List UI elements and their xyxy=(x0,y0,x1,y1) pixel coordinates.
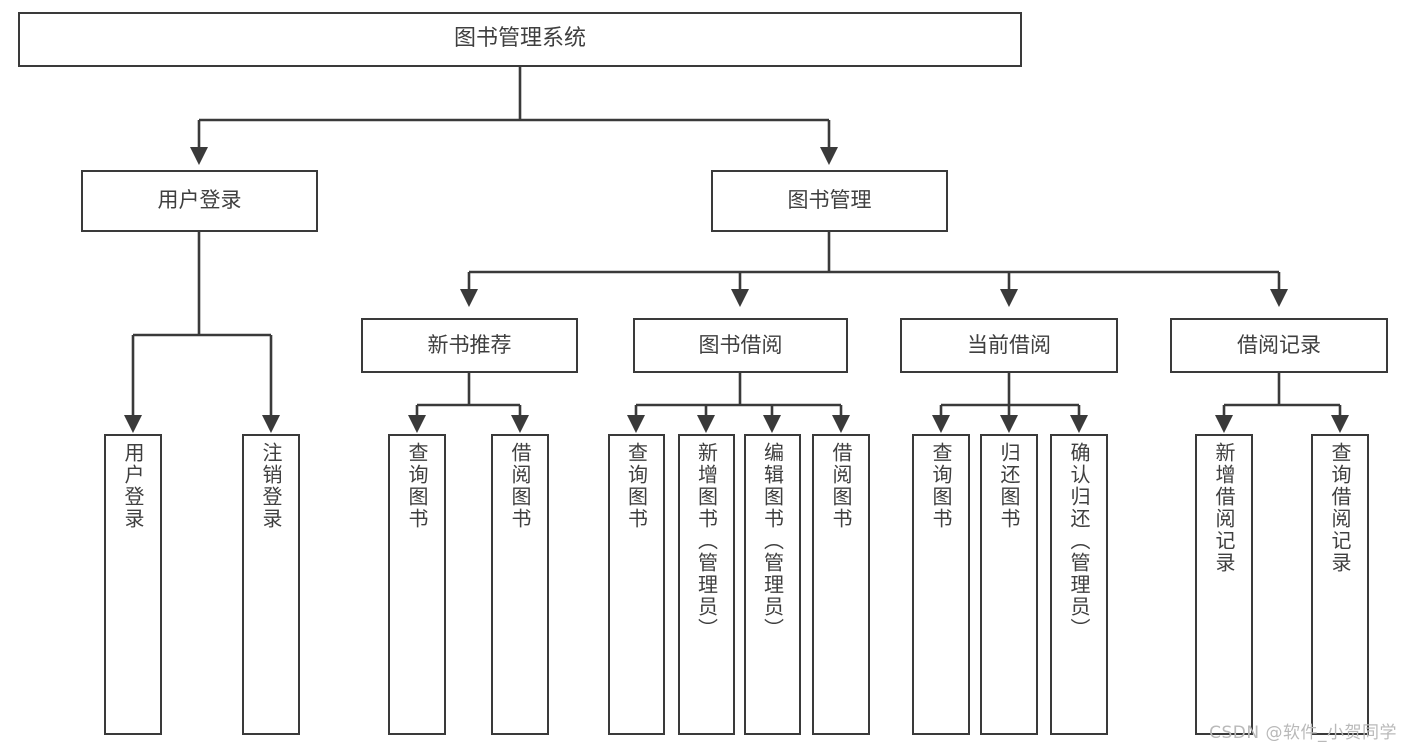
node-leaf-return-book[interactable]: 归还图书 xyxy=(980,434,1038,735)
node-label: 确认归还（管理员） xyxy=(1067,442,1091,640)
node-leaf-query-book-borrow[interactable]: 查询图书 xyxy=(608,434,665,735)
node-user-login[interactable]: 用户登录 xyxy=(81,170,318,232)
node-borrow-record[interactable]: 借阅记录 xyxy=(1170,318,1388,373)
node-label: 编辑图书（管理员） xyxy=(760,442,785,640)
node-label: 图书借阅 xyxy=(698,332,783,357)
node-label: 借阅图书 xyxy=(829,442,853,530)
node-leaf-query-book-current[interactable]: 查询图书 xyxy=(912,434,970,735)
node-label: 新书推荐 xyxy=(427,332,512,357)
node-label: 借阅记录 xyxy=(1237,332,1321,357)
node-leaf-user-login[interactable]: 用户登录 xyxy=(104,434,162,735)
node-label: 当前借阅 xyxy=(967,332,1051,357)
node-label: 借阅图书 xyxy=(508,442,532,530)
node-label: 用户登录 xyxy=(157,188,242,213)
node-label: 图书管理 xyxy=(787,188,872,213)
node-root-system[interactable]: 图书管理系统 xyxy=(18,12,1022,67)
node-label: 图书管理系统 xyxy=(453,26,586,52)
node-label: 查询图书 xyxy=(929,442,953,530)
node-leaf-query-borrow-record[interactable]: 查询借阅记录 xyxy=(1311,434,1369,735)
node-label: 新增借阅记录 xyxy=(1212,442,1236,574)
node-label: 用户登录 xyxy=(121,442,145,530)
node-label: 查询图书 xyxy=(405,442,429,530)
node-label: 查询借阅记录 xyxy=(1328,442,1352,574)
node-book-borrow[interactable]: 图书借阅 xyxy=(633,318,848,373)
node-label: 归还图书 xyxy=(997,442,1021,530)
node-leaf-borrow-book[interactable]: 借阅图书 xyxy=(812,434,870,735)
node-book-management[interactable]: 图书管理 xyxy=(711,170,948,232)
node-label: 查询图书 xyxy=(624,442,649,530)
node-leaf-add-borrow-record[interactable]: 新增借阅记录 xyxy=(1195,434,1253,735)
node-current-borrow[interactable]: 当前借阅 xyxy=(900,318,1118,373)
node-new-book-recommend[interactable]: 新书推荐 xyxy=(361,318,578,373)
node-leaf-borrow-book-new[interactable]: 借阅图书 xyxy=(491,434,549,735)
watermark: CSDN @软件_小贺同学 xyxy=(1209,723,1397,743)
node-leaf-confirm-return-admin[interactable]: 确认归还（管理员） xyxy=(1050,434,1108,735)
node-label: 注销登录 xyxy=(259,442,283,530)
node-leaf-add-book-admin[interactable]: 新增图书（管理员） xyxy=(678,434,735,735)
node-label: 新增图书（管理员） xyxy=(694,442,719,640)
node-leaf-edit-book-admin[interactable]: 编辑图书（管理员） xyxy=(744,434,801,735)
node-leaf-query-book-new[interactable]: 查询图书 xyxy=(388,434,446,735)
node-leaf-logout[interactable]: 注销登录 xyxy=(242,434,300,735)
